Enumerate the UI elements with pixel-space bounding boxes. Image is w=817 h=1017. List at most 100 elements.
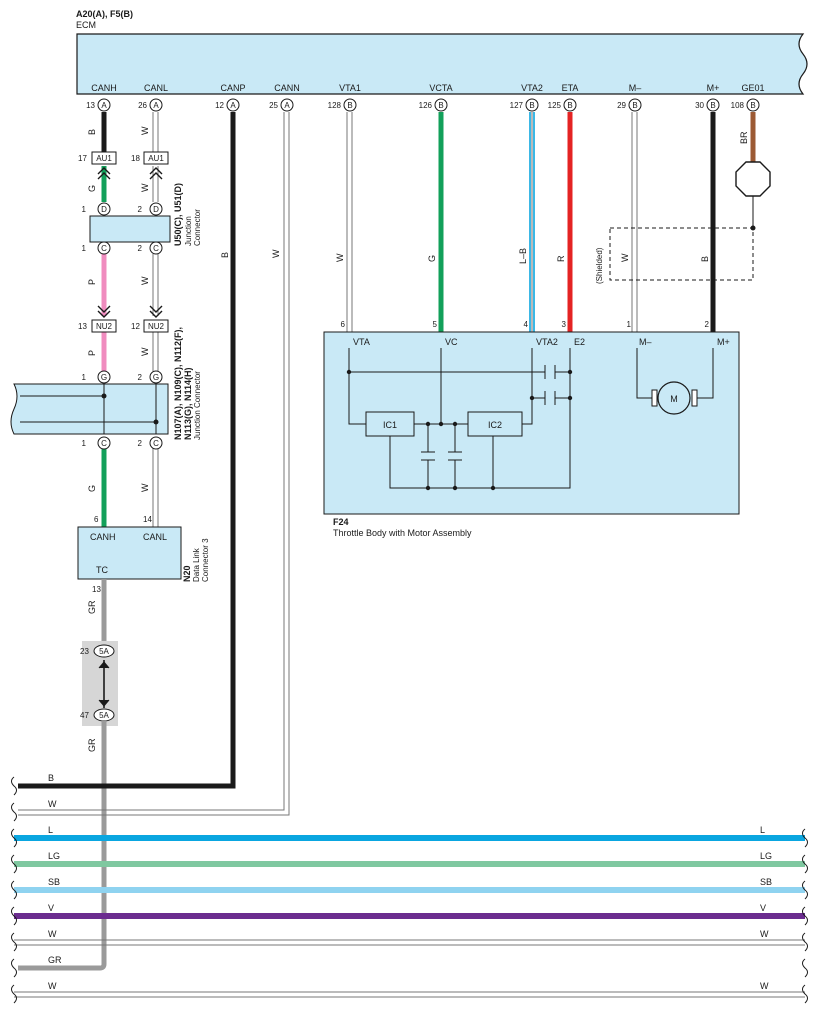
svg-text:B: B (567, 101, 572, 110)
svg-text:VTA1: VTA1 (339, 83, 361, 93)
svg-text:N113(G), N114(H): N113(G), N114(H) (183, 367, 193, 440)
throttle-id: F24 (333, 517, 349, 527)
connector-au1-right: 18 AU1 (131, 151, 169, 180)
svg-text:5A: 5A (99, 711, 109, 720)
svg-text:47: 47 (80, 711, 89, 720)
svg-text:V: V (48, 903, 54, 913)
svg-text:VCTA: VCTA (429, 83, 452, 93)
ic1-label: IC1 (383, 420, 397, 430)
svg-text:CANN: CANN (274, 83, 300, 93)
svg-text:AU1: AU1 (96, 154, 112, 163)
wire-label-canl-w4: W (140, 347, 150, 356)
svg-text:VTA: VTA (353, 337, 370, 347)
svg-text:G: G (101, 373, 107, 382)
wire-label-canl-w5: W (140, 483, 150, 492)
svg-text:U50(C), U51(D): U50(C), U51(D) (173, 183, 183, 246)
svg-text:GE01: GE01 (741, 83, 764, 93)
svg-text:2: 2 (705, 320, 710, 329)
svg-text:3: 3 (562, 320, 567, 329)
canp-cann-wires: B W (18, 112, 290, 816)
svg-text:D: D (101, 205, 107, 214)
svg-text:A: A (284, 101, 290, 110)
svg-text:12: 12 (131, 322, 140, 331)
ecm-box (76, 33, 808, 95)
ecm-connector-ids: A20(A), F5(B) (76, 9, 133, 19)
bus-line-1: W (11, 799, 57, 822)
svg-text:Junction Connector: Junction Connector (193, 371, 202, 440)
connector-au1-left: 17 AU1 (78, 151, 117, 180)
svg-text:Connector 3: Connector 3 (201, 538, 210, 582)
svg-text:(Shielded): (Shielded) (595, 247, 604, 284)
ecm-terminal-ge01: GE01 108 B (731, 83, 765, 112)
connector-nu2-left: 13 NU2 (78, 305, 117, 333)
svg-text:VTA2: VTA2 (521, 83, 543, 93)
svg-text:L: L (760, 825, 765, 835)
svg-text:125: 125 (548, 101, 562, 110)
ecm-terminal-vcta: VCTA 126 B (419, 83, 453, 112)
ecm-terminal-cann: CANN 25 A (269, 83, 300, 112)
svg-text:Junction: Junction (184, 216, 193, 246)
svg-text:VC: VC (445, 337, 458, 347)
svg-text:D: D (153, 205, 159, 214)
data-link-connector-3: 6 14 CANH CANL TC N20 Data Link Connecto… (77, 515, 210, 594)
ecm-name: ECM (76, 20, 96, 30)
svg-text:13: 13 (92, 585, 101, 594)
svg-text:C: C (101, 439, 107, 448)
svg-text:BR: BR (739, 131, 749, 144)
wire-label-canh-b: B (87, 129, 97, 135)
svg-text:Data Link: Data Link (192, 547, 201, 582)
svg-text:G: G (427, 255, 437, 262)
wire-label-canl-w: W (140, 126, 150, 135)
svg-text:B: B (750, 101, 755, 110)
svg-text:2: 2 (138, 439, 143, 448)
junction-connector-upper: 1 D 2 C D 1 C 2 C U50(C), U51(D) Junctio… (82, 183, 202, 255)
svg-text:1: 1 (82, 373, 87, 382)
svg-text:R: R (556, 255, 566, 262)
svg-text:SB: SB (48, 877, 60, 887)
svg-text:M–: M– (639, 337, 652, 347)
svg-text:17: 17 (78, 154, 87, 163)
wire-label-canh-g2: G (87, 485, 97, 492)
svg-text:25: 25 (269, 101, 278, 110)
tc-wire: GR 23 5A 47 5A GR (18, 579, 118, 971)
svg-text:108: 108 (731, 101, 745, 110)
motor-icon (657, 381, 691, 415)
svg-text:2: 2 (138, 205, 143, 214)
svg-text:M+: M+ (707, 83, 720, 93)
svg-text:NU2: NU2 (148, 322, 165, 331)
svg-text:1: 1 (627, 320, 632, 329)
svg-text:W: W (760, 929, 769, 939)
svg-text:1: 1 (82, 244, 87, 253)
svg-text:23: 23 (80, 647, 89, 656)
svg-text:B: B (220, 252, 230, 258)
svg-text:LG: LG (760, 851, 772, 861)
svg-text:B: B (529, 101, 534, 110)
motor-label: M (670, 394, 678, 404)
svg-text:W: W (620, 253, 630, 262)
wire-label-canl-w3: W (140, 276, 150, 285)
svg-text:B: B (438, 101, 443, 110)
svg-text:126: 126 (419, 101, 433, 110)
svg-text:L–B: L–B (518, 248, 528, 264)
svg-text:CANP: CANP (220, 83, 245, 93)
svg-text:13: 13 (86, 101, 95, 110)
throttle-pin-vc: 5VC (433, 320, 458, 347)
throttle-pin-m-: 2M+ (705, 320, 730, 347)
svg-text:G: G (153, 373, 159, 382)
svg-text:C: C (101, 244, 107, 253)
svg-text:W: W (335, 253, 345, 262)
svg-text:CANL: CANL (144, 83, 168, 93)
svg-text:13: 13 (78, 322, 87, 331)
svg-text:NU2: NU2 (96, 322, 113, 331)
